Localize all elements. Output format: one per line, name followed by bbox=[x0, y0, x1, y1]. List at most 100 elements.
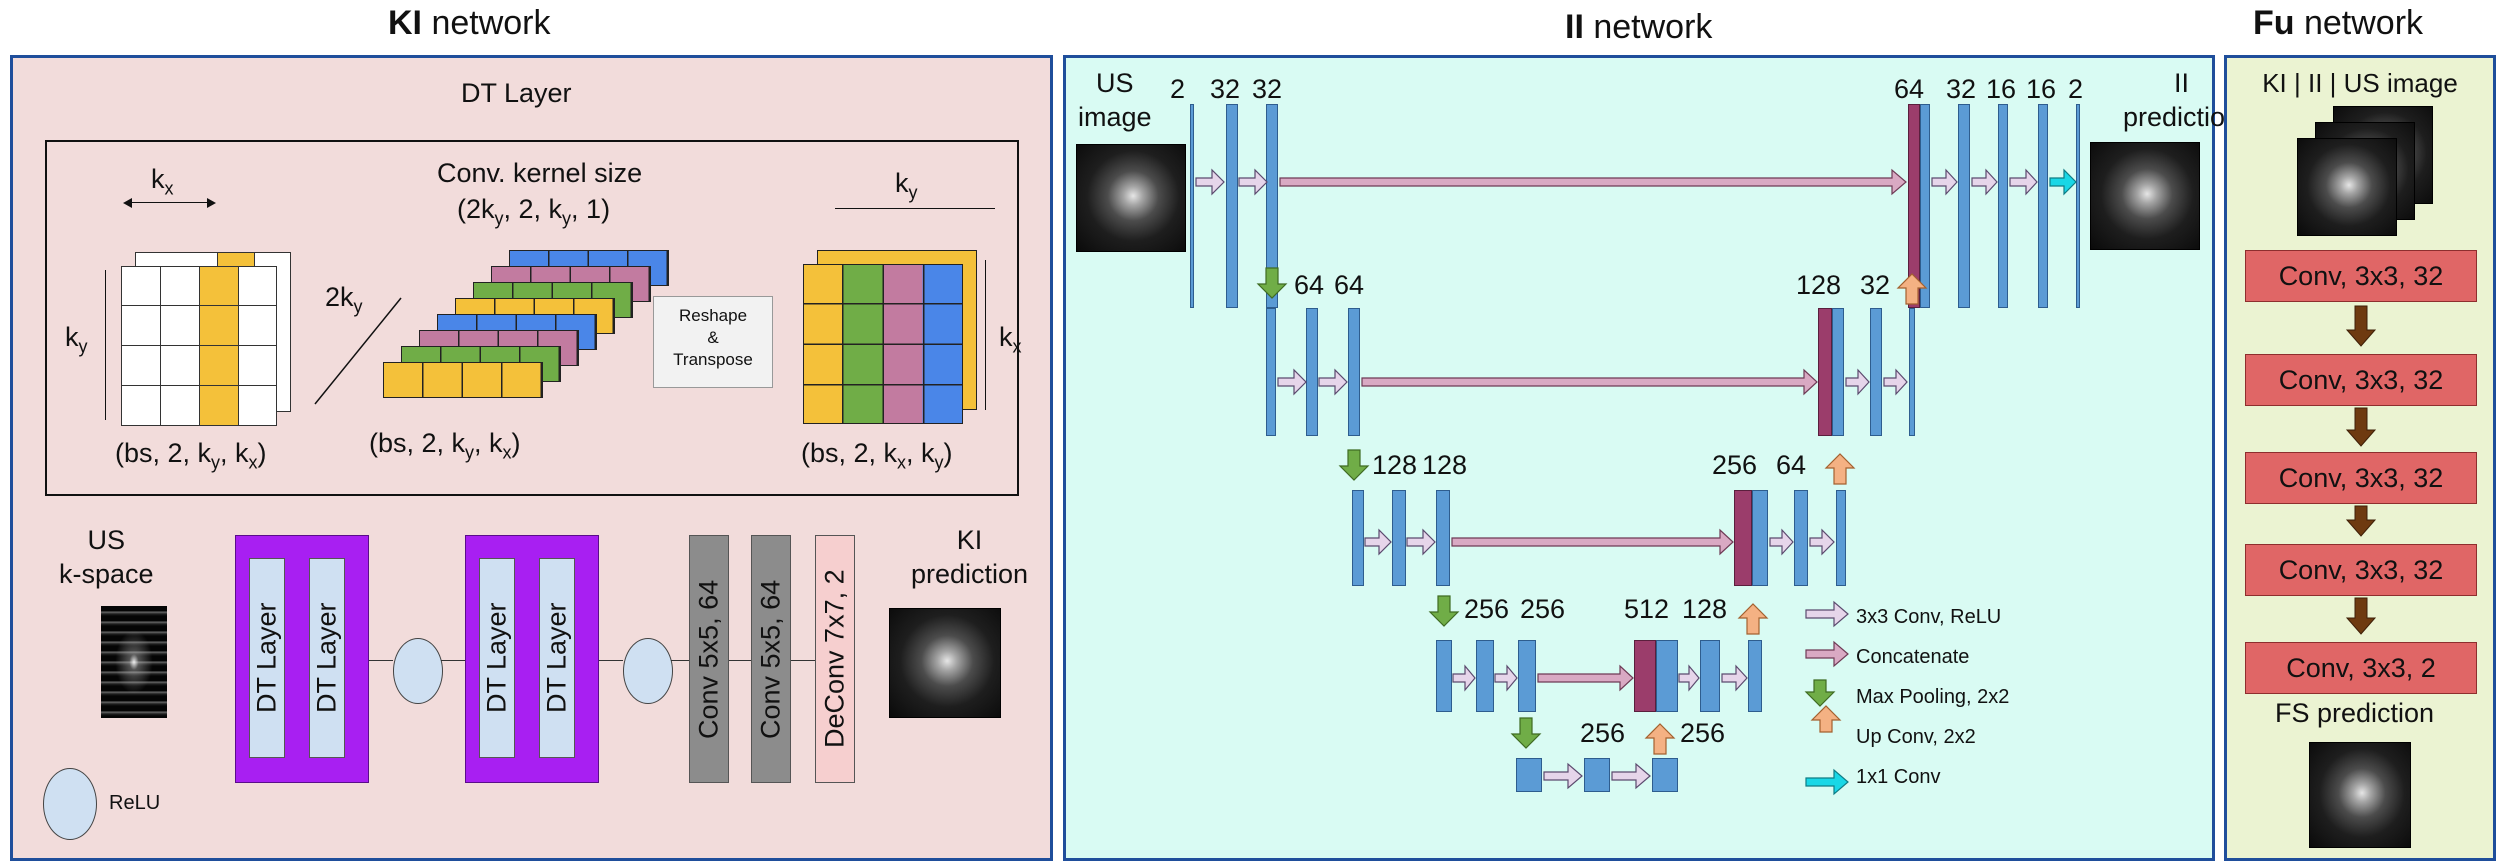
dt-layer-detail-box: kx ky (bs, 2, ky, kx) bbox=[45, 140, 1022, 496]
ii-prediction-image bbox=[2090, 142, 2200, 250]
kx-arrow-right bbox=[985, 260, 986, 410]
fu-network-title: Fu network bbox=[2253, 4, 2424, 42]
ch-32-d: 32 bbox=[1860, 270, 1891, 300]
fu-arrows bbox=[2345, 305, 2377, 635]
feature-map bbox=[1306, 308, 1318, 436]
ch-128-top: 128 bbox=[1796, 270, 1842, 300]
ch-256-top: 256 bbox=[1712, 450, 1758, 480]
fu-conv-3: Conv, 3x3, 32 bbox=[2245, 452, 2477, 504]
feature-map bbox=[1436, 490, 1450, 586]
two-ky-label: 2ky bbox=[325, 282, 363, 317]
feature-map bbox=[1656, 640, 1678, 712]
fu-input-label: KI | II | US image bbox=[2262, 68, 2458, 98]
ch-2-in: 2 bbox=[1170, 74, 1186, 104]
fu-down-arrow bbox=[2345, 305, 2377, 347]
legend-1x1-label: 1x1 Conv bbox=[1856, 766, 1941, 788]
feature-map bbox=[1584, 758, 1610, 792]
connector bbox=[671, 660, 689, 661]
legend-conv-label: 3x3 Conv, ReLU bbox=[1856, 606, 2002, 628]
fu-conv-1: Conv, 3x3, 32 bbox=[2245, 250, 2477, 302]
feature-map bbox=[1832, 308, 1844, 436]
feature-map bbox=[1476, 640, 1494, 712]
conv-5x5-64-b: Conv 5x5, 64 bbox=[751, 535, 791, 783]
kx-arrow bbox=[125, 202, 213, 203]
ch-256-a: 256 bbox=[1464, 594, 1510, 624]
deconv-7x7-2: DeConv 7x7, 2 bbox=[815, 535, 855, 783]
fu-down-arrow bbox=[2345, 597, 2377, 635]
feature-map bbox=[1190, 104, 1194, 308]
relu-node-2 bbox=[623, 638, 673, 704]
fu-conv-2: Conv, 3x3, 32 bbox=[2245, 354, 2477, 406]
connector bbox=[369, 660, 393, 661]
kernel-stack bbox=[365, 250, 669, 410]
ch-32-c: 32 bbox=[1946, 74, 1977, 104]
feature-map bbox=[1266, 308, 1276, 436]
feature-map bbox=[2076, 104, 2080, 308]
connector bbox=[599, 660, 623, 661]
feature-map bbox=[1748, 640, 1762, 712]
conv-arrow bbox=[1195, 168, 2038, 790]
ch-256-c: 256 bbox=[1580, 718, 1626, 748]
feature-map bbox=[1266, 104, 1278, 308]
fu-input-stack-1 bbox=[2297, 138, 2397, 236]
legend-up-label: Up Conv, 2x2 bbox=[1856, 726, 1976, 748]
feature-map bbox=[1700, 640, 1720, 712]
ch-32-b: 32 bbox=[1252, 74, 1283, 104]
feature-map bbox=[1436, 640, 1452, 712]
feature-map bbox=[1998, 104, 2008, 308]
relu-legend-label: ReLU bbox=[109, 792, 161, 814]
feature-map bbox=[1348, 308, 1360, 436]
legend-concat-label: Concatenate bbox=[1856, 646, 1970, 668]
connector bbox=[441, 660, 465, 661]
ch-128-a: 128 bbox=[1372, 450, 1418, 480]
ch-16-b: 16 bbox=[2026, 74, 2057, 104]
legend-pool-label: Max Pooling, 2x2 bbox=[1856, 686, 2010, 708]
ii-network-title: II network bbox=[1565, 8, 1713, 46]
feature-map bbox=[2038, 104, 2048, 308]
shape-label-2: (bs, 2, ky, kx) bbox=[369, 428, 521, 463]
ch-32-a: 32 bbox=[1210, 74, 1241, 104]
concat-block bbox=[1734, 490, 1752, 586]
feature-map bbox=[1958, 104, 1970, 308]
concat-block bbox=[1634, 640, 1656, 712]
us-image bbox=[1076, 144, 1186, 252]
ch-128-c: 128 bbox=[1682, 594, 1728, 624]
kx-arrow-right-head bbox=[207, 198, 216, 208]
maxpool-arrow bbox=[1256, 267, 1836, 749]
ch-64-a: 64 bbox=[1294, 270, 1325, 300]
dt-layer-title: DT Layer bbox=[461, 78, 572, 108]
feature-map bbox=[1516, 758, 1542, 792]
fs-prediction-label: FS prediction bbox=[2275, 698, 2435, 728]
ch-128-b: 128 bbox=[1422, 450, 1468, 480]
fu-down-arrow bbox=[2345, 407, 2377, 447]
upconv-arrow bbox=[1644, 273, 1928, 755]
fu-down-arrow bbox=[2345, 505, 2377, 537]
output-cube bbox=[803, 250, 983, 440]
fu-conv-5: Conv, 3x3, 2 bbox=[2245, 642, 2477, 694]
kx-label-right: kx bbox=[999, 322, 1022, 357]
feature-map bbox=[1870, 308, 1882, 436]
one-by-one-conv-arrow bbox=[1805, 168, 2077, 796]
relu-node-1 bbox=[393, 638, 443, 704]
ky-arrow bbox=[105, 270, 106, 420]
us-kspace-image bbox=[101, 606, 167, 718]
ch-512: 512 bbox=[1624, 594, 1670, 624]
dt-layer-1b: DT Layer bbox=[309, 558, 345, 758]
conv-5x5-64-a: Conv 5x5, 64 bbox=[689, 535, 729, 783]
feature-map bbox=[1909, 308, 1915, 436]
concat-block bbox=[1908, 104, 1920, 308]
input-grid-front bbox=[121, 266, 277, 426]
shape-label-1: (bs, 2, ky, kx) bbox=[115, 438, 267, 473]
ky-label: ky bbox=[65, 322, 88, 357]
kernel-size-label-line1: Conv. kernel size bbox=[437, 158, 643, 188]
ch-2-out: 2 bbox=[2068, 74, 2084, 104]
feature-map bbox=[1836, 490, 1846, 586]
ki-panel: DT Layer kx ky bbox=[10, 55, 1053, 861]
dt-layer-2b: DT Layer bbox=[539, 558, 575, 758]
ky-arrow-right bbox=[835, 208, 995, 209]
ii-arrows bbox=[1195, 168, 2077, 796]
